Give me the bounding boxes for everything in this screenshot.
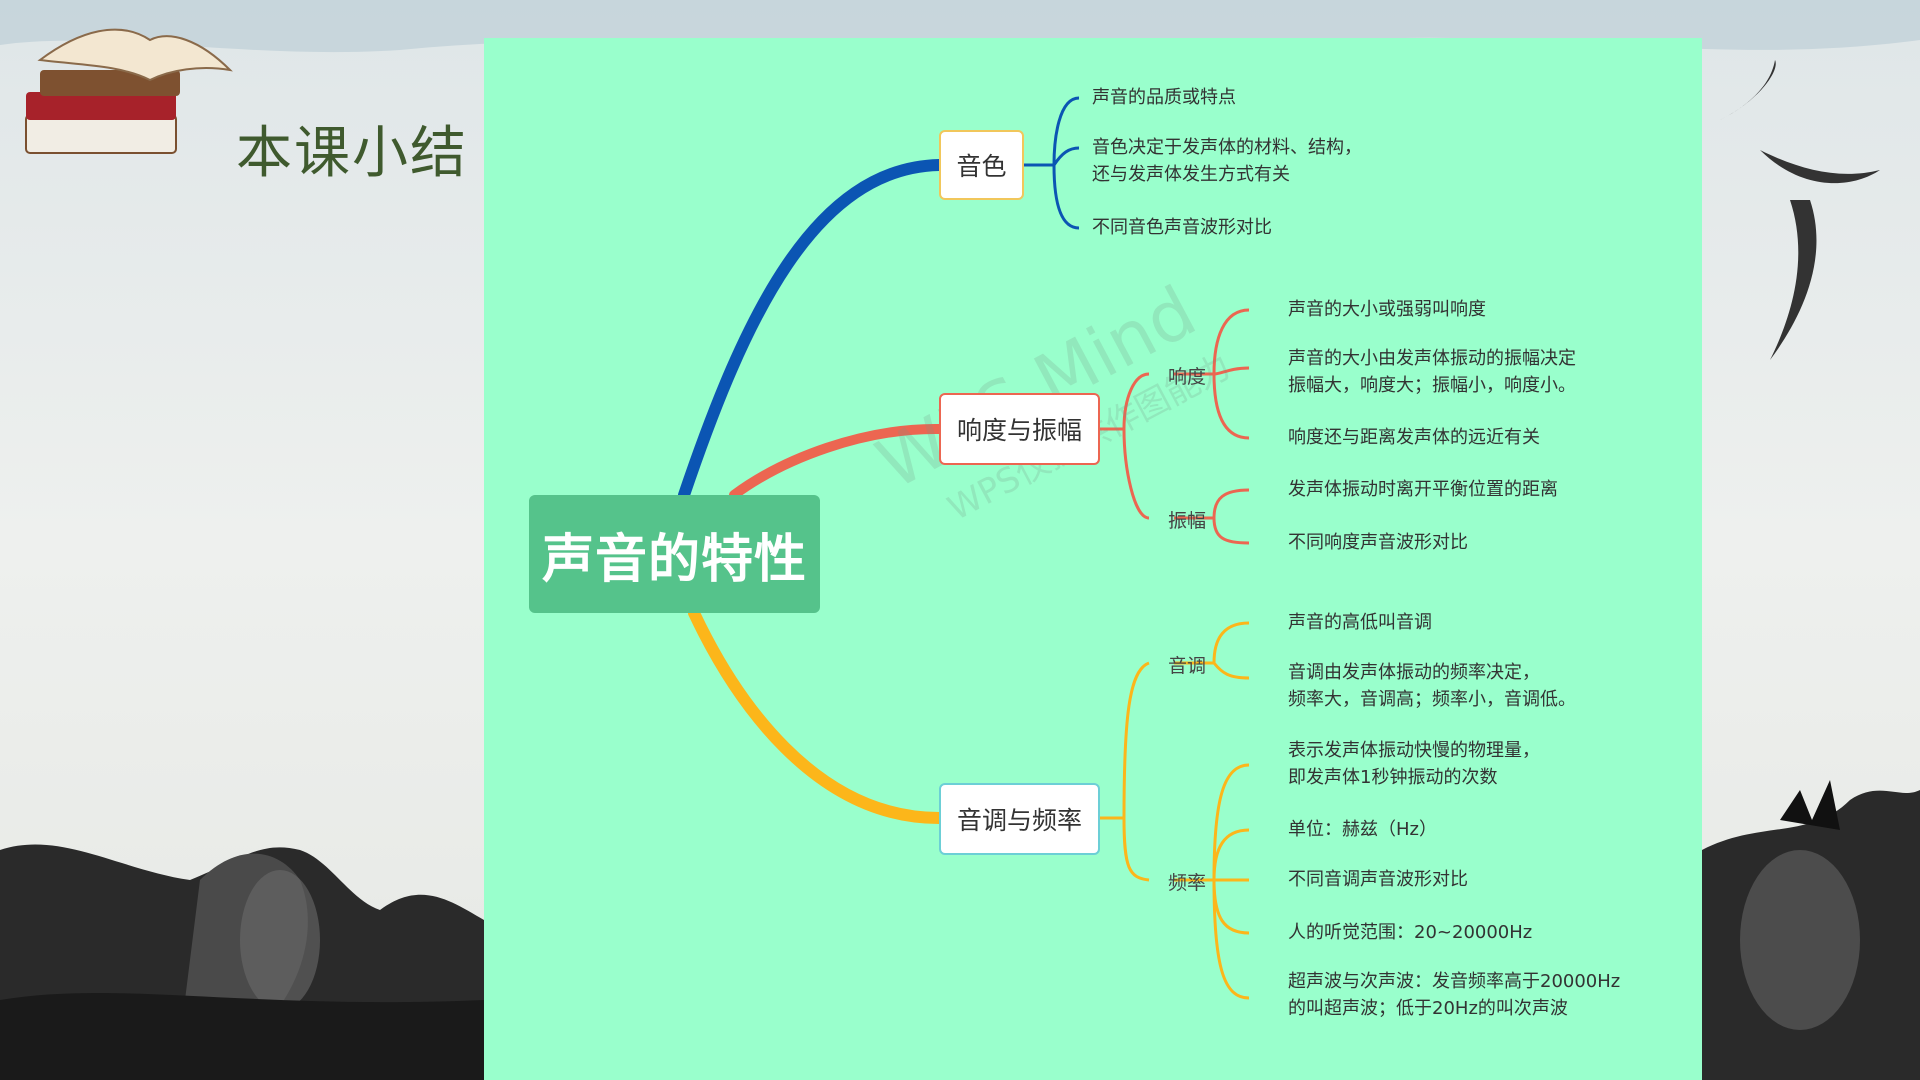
sub-amplitude[interactable]: 振幅 (1168, 510, 1207, 532)
leaf-frequency-5: 超声波与次声波：发音频率高于20000Hz 的叫超声波；低于20Hz的叫次声波 (1288, 971, 1621, 1019)
branch-pitch[interactable]: 音调与频率 (939, 783, 1100, 855)
connector-pitch (688, 607, 945, 824)
leaf-frequency-1: 表示发声体振动快慢的物理量， 即发声体1秒钟振动的次数 (1288, 740, 1540, 788)
leaf-timbre-2: 音色决定于发声体的材料、结构， 还与发声体发生方式有关 (1092, 137, 1362, 185)
leaf-loudness-2: 声音的大小由发声体振动的振幅决定 振幅大，响度大；振幅小，响度小。 (1288, 348, 1576, 396)
slide-title: 本课小结 (236, 121, 468, 186)
book-stack-icon (25, 28, 233, 154)
leaf-timbre-1: 声音的品质或特点 (1092, 87, 1236, 108)
leaf-loudness-1: 声音的大小或强弱叫响度 (1288, 299, 1486, 320)
sub-pitch[interactable]: 音调 (1168, 655, 1207, 677)
connector-timbre (678, 159, 945, 501)
connector-loudness (729, 423, 944, 500)
leaf-pitch-1: 声音的高低叫音调 (1288, 612, 1432, 633)
leaf-timbre-3: 不同音色声音波形对比 (1092, 217, 1272, 238)
root-node[interactable]: 声音的特性 (529, 495, 820, 613)
mind-map-connectors (678, 96, 1250, 1000)
leaf-amplitude-2: 不同响度声音波形对比 (1288, 532, 1468, 553)
leaf-frequency-4: 人的听觉范围：20~20000Hz (1288, 922, 1533, 943)
mind-map-panel: WPS Mind WPS仅提供作图能力 声音的特性 音色 响度与振幅 音调与频率… (484, 38, 1702, 1080)
leaf-frequency-3: 不同音调声音波形对比 (1288, 869, 1468, 890)
leaf-pitch-2: 音调由发声体振动的频率决定， 频率大，音调高；频率小，音调低。 (1288, 662, 1576, 710)
leaf-loudness-3: 响度还与距离发声体的远近有关 (1288, 427, 1540, 448)
leaf-frequency-2: 单位：赫兹（Hz） (1288, 819, 1437, 840)
sub-frequency[interactable]: 频率 (1168, 872, 1207, 894)
branch-timbre[interactable]: 音色 (939, 130, 1024, 200)
sub-loudness[interactable]: 响度 (1168, 366, 1207, 388)
branch-loudness[interactable]: 响度与振幅 (939, 393, 1100, 465)
leaf-amplitude-1: 发声体振动时离开平衡位置的距离 (1288, 479, 1558, 500)
